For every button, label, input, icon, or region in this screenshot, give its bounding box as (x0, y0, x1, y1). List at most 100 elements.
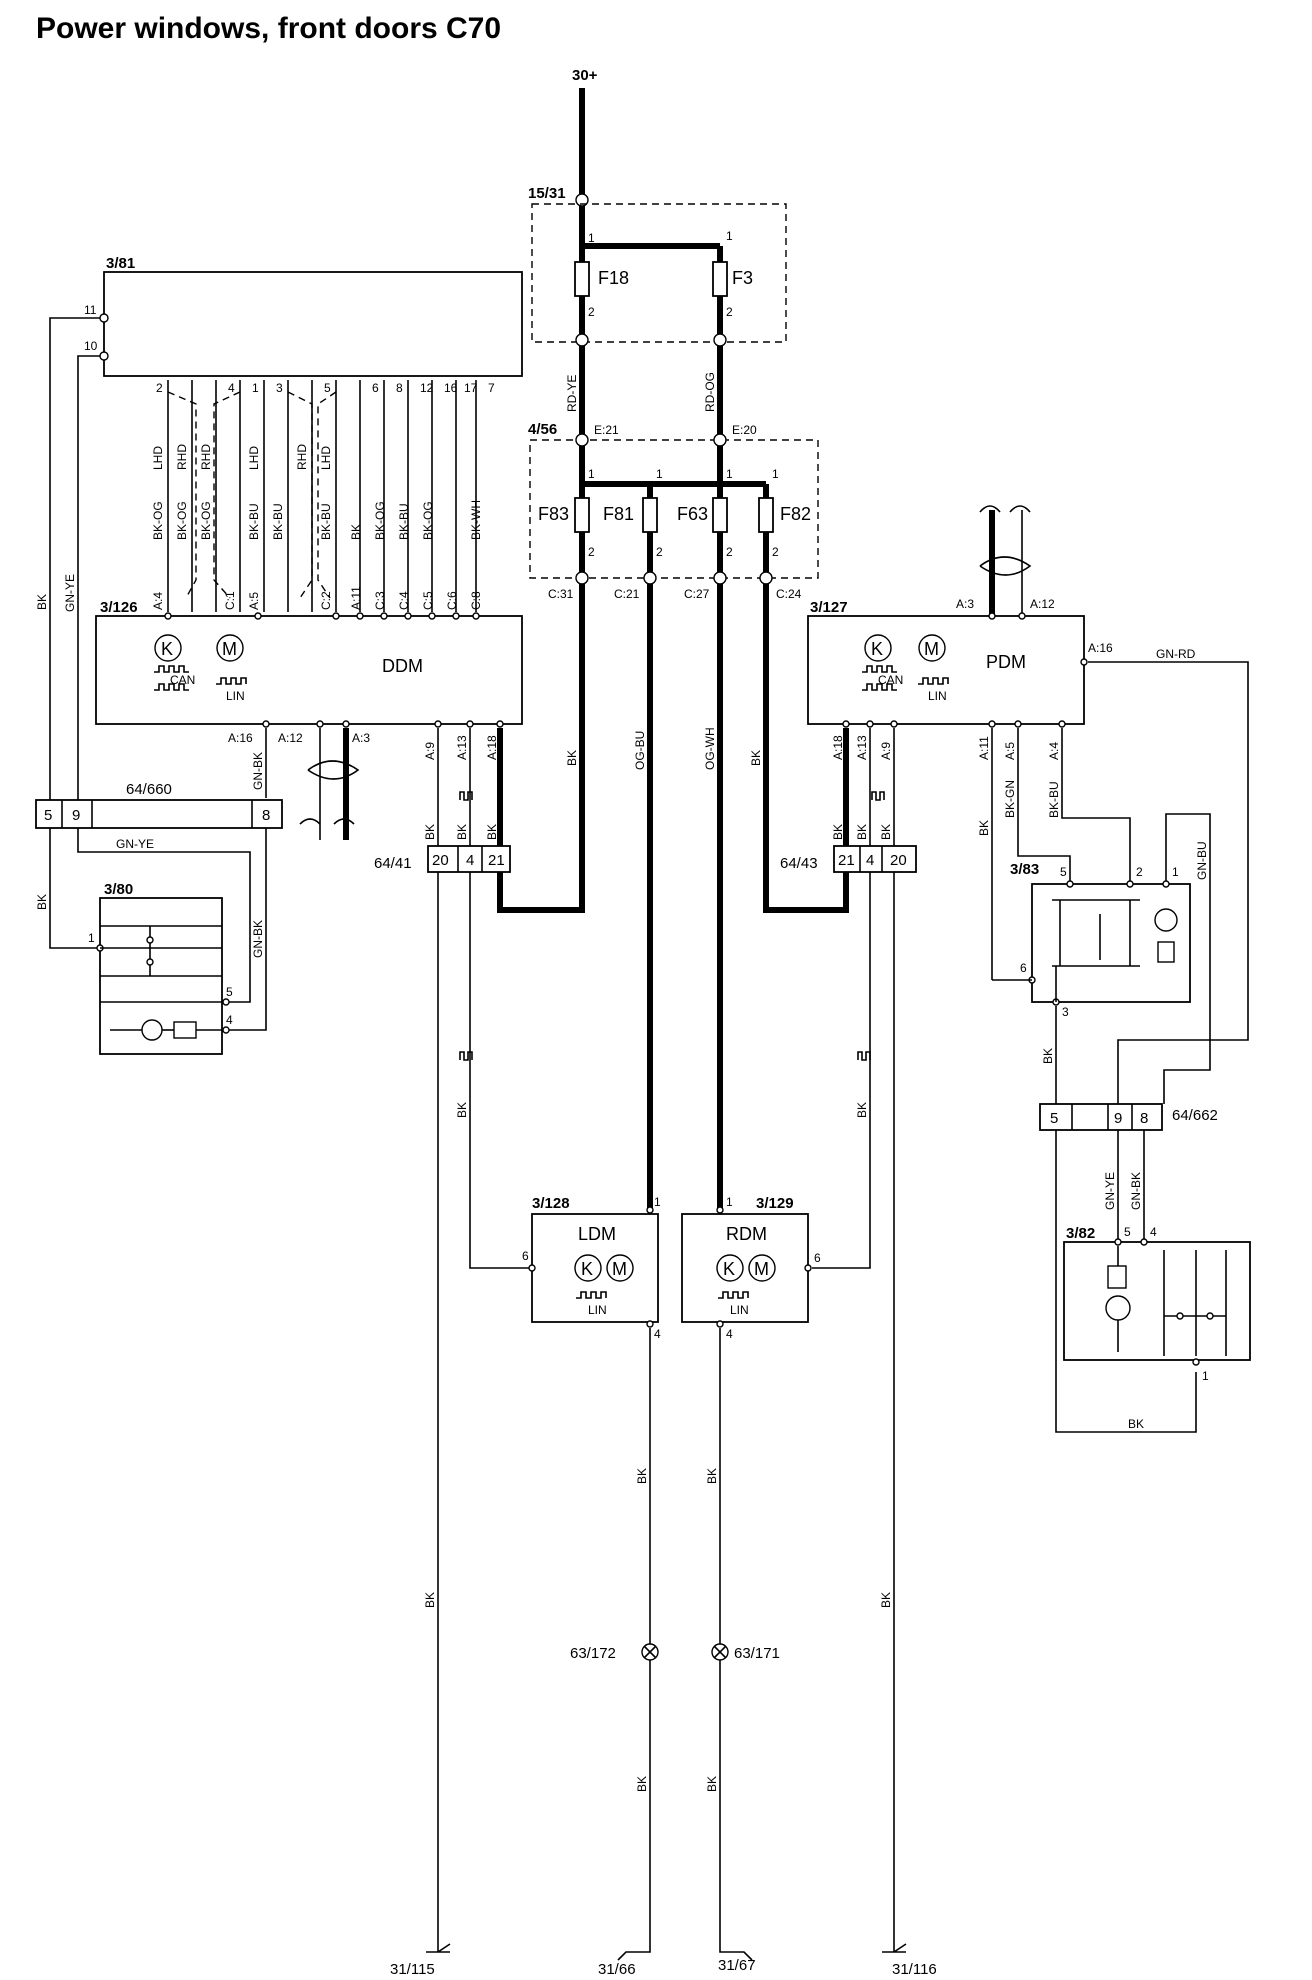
svg-text:GN-RD: GN-RD (1156, 647, 1196, 661)
module-381-id: 3/81 (106, 255, 135, 272)
connector-64-660 (35, 799, 283, 829)
svg-text:LHD: LHD (247, 446, 261, 470)
svg-text:A:13: A:13 (855, 735, 869, 760)
svg-text:C:31: C:31 (548, 587, 574, 601)
connector-64-43 (833, 845, 917, 873)
fuse-f3-label: F3 (732, 268, 753, 288)
svg-text:A:4: A:4 (1047, 742, 1061, 760)
svg-text:BK-BU: BK-BU (397, 503, 411, 540)
svg-text:RHD: RHD (199, 444, 213, 470)
svg-text:GN-BK: GN-BK (251, 920, 265, 958)
svg-text:BK: BK (423, 824, 437, 840)
svg-text:2: 2 (588, 305, 595, 319)
svg-text:3: 3 (1062, 1005, 1069, 1019)
svg-text:A:5: A:5 (247, 592, 261, 610)
svg-text:C:1: C:1 (223, 591, 237, 610)
can-transceiver-icon (716, 1254, 744, 1282)
wire-rd-og: RD-OG (703, 372, 717, 412)
ground-icon (719, 1942, 753, 1961)
ddm-name: DDM (382, 656, 423, 676)
svg-text:C:5: C:5 (421, 591, 435, 610)
svg-text:A:11: A:11 (349, 586, 363, 610)
svg-text:GN-BK: GN-BK (251, 752, 265, 790)
svg-text:C:3: C:3 (373, 591, 387, 610)
svg-text:BK: BK (349, 524, 363, 540)
svg-text:C:24: C:24 (776, 587, 802, 601)
ground-31-115: 31/115 (390, 1961, 435, 1978)
wire-rd-ye: RD-YE (565, 375, 579, 412)
svg-text:BK: BK (1041, 1048, 1055, 1064)
svg-text:63/171: 63/171 (734, 1645, 780, 1662)
ddm-module (95, 615, 523, 725)
svg-text:LIN: LIN (588, 1303, 607, 1317)
connector-64-662 (1039, 1103, 1163, 1131)
svg-text:E:20: E:20 (732, 423, 757, 437)
led-icon (141, 1019, 163, 1041)
resistor-icon (1157, 941, 1175, 963)
svg-text:5: 5 (1124, 1225, 1131, 1239)
motor-icon (216, 634, 244, 662)
svg-text:2: 2 (772, 545, 779, 559)
svg-text:2: 2 (588, 545, 595, 559)
svg-text:BK-GN: BK-GN (1003, 780, 1017, 818)
svg-text:7: 7 (488, 381, 495, 395)
svg-text:BK-BU: BK-BU (247, 503, 261, 540)
svg-text:BK: BK (485, 824, 499, 840)
svg-text:4: 4 (1150, 1225, 1157, 1239)
svg-text:K: K (723, 1259, 735, 1279)
svg-text:1: 1 (772, 467, 779, 481)
svg-text:GN-YE: GN-YE (116, 837, 154, 851)
svg-text:K: K (161, 639, 173, 659)
svg-text:BK-OG: BK-OG (373, 501, 387, 540)
svg-text:C:8: C:8 (469, 591, 483, 610)
fusebox-b-outline (529, 439, 819, 579)
fusebox-b-id: 4/56 (528, 421, 557, 438)
ldm-name: LDM (578, 1224, 616, 1244)
lin-signal-icon (216, 677, 247, 685)
fuse-f3 (712, 261, 728, 297)
svg-text:1: 1 (1172, 865, 1179, 879)
connector-64-41 (427, 845, 511, 873)
svg-text:RHD: RHD (295, 444, 309, 470)
svg-text:C:27: C:27 (684, 587, 710, 601)
svg-text:12: 12 (420, 381, 434, 395)
svg-text:5: 5 (44, 807, 52, 824)
svg-text:OG-WH: OG-WH (703, 727, 717, 770)
svg-text:8: 8 (262, 807, 270, 824)
svg-text:OG-BU: OG-BU (633, 731, 647, 770)
svg-text:9: 9 (72, 807, 80, 824)
svg-text:8: 8 (396, 381, 403, 395)
svg-text:17: 17 (464, 381, 478, 395)
svg-text:9: 9 (1114, 1110, 1122, 1127)
svg-text:1: 1 (1202, 1369, 1209, 1383)
svg-text:M: M (754, 1259, 769, 1279)
svg-text:BK: BK (705, 1468, 719, 1484)
svg-text:LIN: LIN (226, 689, 245, 703)
svg-text:21: 21 (488, 852, 505, 869)
svg-text:M: M (924, 639, 939, 659)
diagram-title: Power windows, front doors C70 (36, 12, 501, 45)
svg-text:A:9: A:9 (879, 742, 893, 760)
ground-icon (617, 1942, 651, 1961)
splice-63-172: 63/172 (570, 1645, 616, 1662)
svg-text:5: 5 (1050, 1110, 1058, 1127)
svg-text:3: 3 (276, 381, 283, 395)
fuse-f82 (758, 497, 774, 533)
connector-64-660-id: 64/660 (126, 781, 172, 798)
svg-text:BK: BK (635, 1468, 649, 1484)
led-icon (1154, 908, 1178, 932)
svg-text:CAN: CAN (170, 673, 195, 687)
pdm-module (807, 615, 1085, 725)
svg-text:20: 20 (890, 852, 907, 869)
motor-icon (918, 634, 946, 662)
switch-382-id: 3/82 (1066, 1225, 1095, 1242)
svg-text:GN-YE: GN-YE (63, 574, 77, 612)
svg-text:1: 1 (588, 231, 595, 245)
svg-text:6: 6 (1020, 961, 1027, 975)
rdm-module (681, 1213, 809, 1323)
fuse-f81-label: F81 (603, 504, 634, 524)
svg-text:BK-OG: BK-OG (421, 501, 435, 540)
ground-icon (882, 1943, 907, 1953)
fuse-f18-label: F18 (598, 268, 629, 288)
svg-text:A:16: A:16 (1088, 641, 1113, 655)
